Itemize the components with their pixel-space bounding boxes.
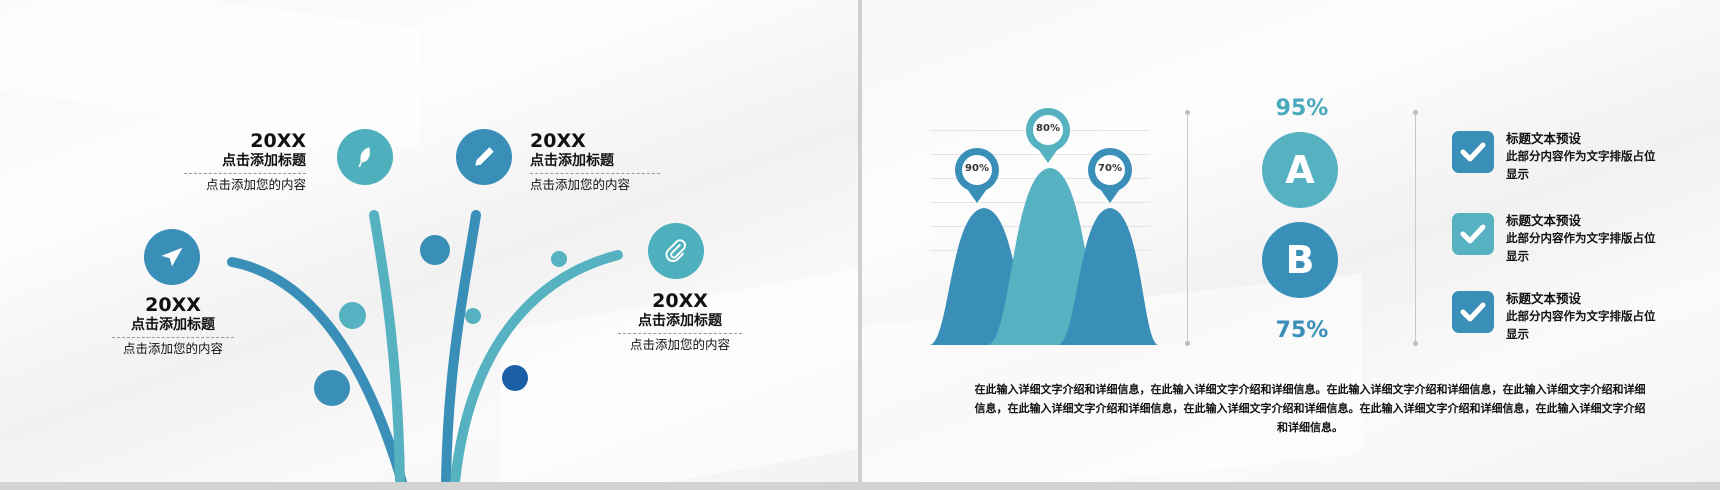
slide-divider <box>858 0 862 490</box>
pin-80 <box>1026 108 1070 163</box>
decor-dot <box>551 251 567 267</box>
checkbox[interactable] <box>1452 291 1494 333</box>
milestone-title[interactable]: 点击添加标题 <box>618 312 742 334</box>
milestone-body[interactable]: 点击添加您的内容 <box>205 177 306 192</box>
feather-icon-circle[interactable] <box>337 129 393 185</box>
percent-a: 95% <box>1275 96 1329 121</box>
paperclip-icon <box>665 239 686 262</box>
milestone-body[interactable]: 点击添加您的内容 <box>122 341 223 356</box>
checklist-body: 此部分内容作为文字排版占位显示 <box>1506 309 1656 341</box>
milestone-year: 20XX <box>145 294 201 316</box>
vertical-separator <box>1185 110 1190 346</box>
milestone-block-3: 20XX 点击添加标题 点击添加您的内容 <box>112 294 234 358</box>
peak-label-3: 70% <box>1098 163 1122 174</box>
paperclip-icon-circle[interactable] <box>648 223 704 279</box>
checkmark-icon <box>1460 142 1486 162</box>
decor-dot <box>420 235 450 265</box>
feather-icon <box>358 147 370 168</box>
milestone-year: 20XX <box>250 130 306 152</box>
paper-plane-icon <box>161 247 183 267</box>
milestone-year: 20XX <box>530 130 586 152</box>
milestone-title[interactable]: 点击添加标题 <box>112 316 234 338</box>
milestone-block-4: 20XX 点击添加标题 点击添加您的内容 <box>618 290 742 354</box>
decor-dot <box>465 308 481 324</box>
checkmark-icon <box>1460 302 1486 322</box>
milestone-title[interactable]: 点击添加标题 <box>184 152 306 174</box>
milestone-title[interactable]: 点击添加标题 <box>530 152 660 174</box>
checklist-title: 标题文本预设 <box>1506 291 1582 306</box>
milestone-body[interactable]: 点击添加您的内容 <box>629 337 730 352</box>
detail-paragraph[interactable]: 在此输入详细文字介绍和详细信息，在此输入详细文字介绍和详细信息。在此输入详细文字… <box>974 383 1646 434</box>
peaks-chart <box>930 108 1158 345</box>
peak-label-1: 90% <box>965 163 989 174</box>
pencil-icon <box>475 147 494 166</box>
fountain-graphic <box>227 210 623 482</box>
peak-label-2: 80% <box>1036 123 1060 134</box>
milestone-year: 20XX <box>652 290 708 312</box>
letter-b-circle: B <box>1262 222 1338 298</box>
decor-dot <box>502 365 528 391</box>
checklist-item-1: 标题文本预设 此部分内容作为文字排版占位显示 <box>1452 130 1656 183</box>
bottom-strip <box>0 482 1720 490</box>
checkmark-icon <box>1460 224 1486 244</box>
milestone-block-1: 20XX 点击添加标题 点击添加您的内容 <box>184 130 306 194</box>
checkbox[interactable] <box>1452 131 1494 173</box>
checkbox[interactable] <box>1452 213 1494 255</box>
pin-70 <box>1088 148 1132 203</box>
milestone-block-2: 20XX 点击添加标题 点击添加您的内容 <box>530 130 660 194</box>
checklist-title: 标题文本预设 <box>1506 131 1582 146</box>
letter-a-circle: A <box>1262 132 1338 208</box>
checklist-item-2: 标题文本预设 此部分内容作为文字排版占位显示 <box>1452 212 1656 265</box>
percent-b: 75% <box>1275 318 1329 343</box>
checklist-item-3: 标题文本预设 此部分内容作为文字排版占位显示 <box>1452 290 1656 343</box>
checklist-body: 此部分内容作为文字排版占位显示 <box>1506 149 1656 181</box>
pencil-icon-circle[interactable] <box>456 129 512 185</box>
vertical-separator <box>1413 110 1418 346</box>
decor-dot <box>339 302 366 329</box>
checklist-title: 标题文本预设 <box>1506 213 1582 228</box>
slide-1: 20XX 点击添加标题 点击添加您的内容 20XX 点击添加标题 点击添加您的内… <box>0 0 858 482</box>
decor-dot <box>314 370 350 406</box>
checklist-body: 此部分内容作为文字排版占位显示 <box>1506 231 1656 263</box>
paper-plane-icon-circle[interactable] <box>144 229 200 285</box>
milestone-body[interactable]: 点击添加您的内容 <box>530 177 631 192</box>
guide-line <box>930 154 1150 155</box>
pin-90 <box>955 148 999 203</box>
